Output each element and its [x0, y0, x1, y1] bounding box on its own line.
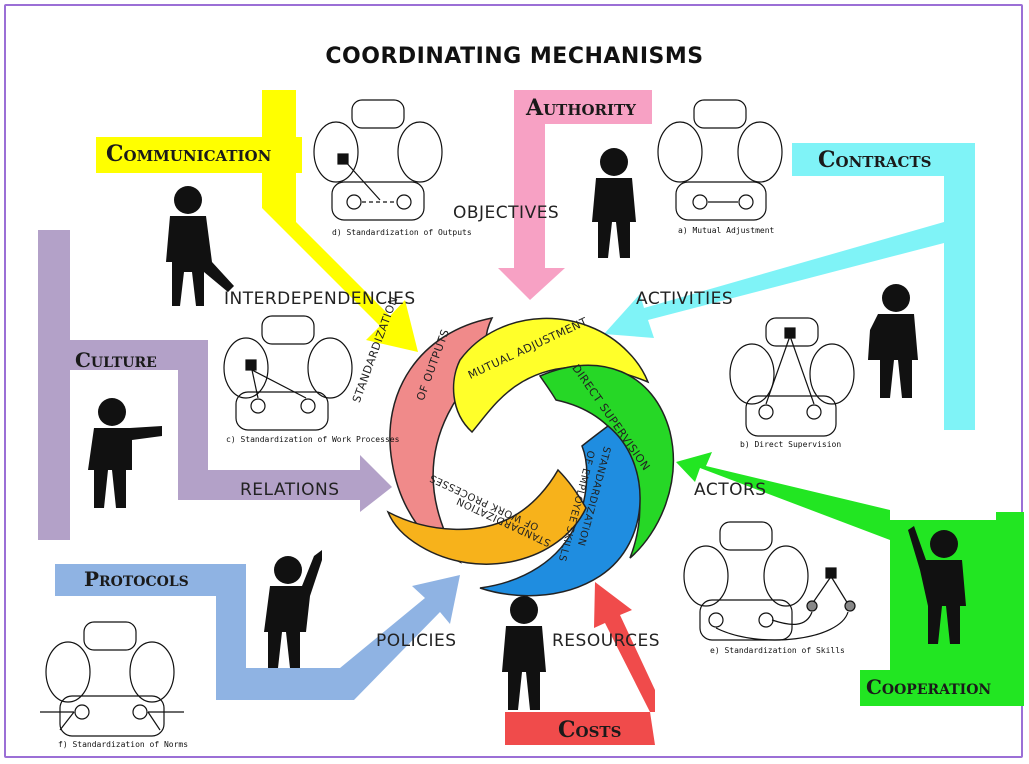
wheel-seg-work [386, 468, 587, 565]
caption-direct: b) Direct Supervision [740, 440, 842, 449]
flow-relations: RELATIONS [240, 480, 340, 500]
protocols-arrow [55, 564, 460, 700]
flow-activities: ACTIVITIES [636, 289, 734, 309]
flow-resources: RESOURCES [552, 631, 661, 651]
person-resources [502, 596, 546, 710]
person-authority [592, 148, 636, 258]
flow-objectives: OBJECTIVES [453, 203, 560, 223]
culture-arrow [38, 230, 392, 540]
label-culture: Culture [75, 348, 157, 372]
person-culture [88, 398, 162, 508]
flow-actors: ACTORS [694, 480, 767, 500]
org-diagram-skills [683, 521, 856, 641]
coordination-wheel [386, 316, 674, 597]
person-communication [166, 186, 234, 306]
label-communication: Communication [106, 141, 272, 167]
label-costs: Costs [558, 717, 622, 743]
org-diagram-outputs [313, 99, 443, 221]
communication-label-bg [96, 137, 302, 173]
wheel-seg-skills [479, 425, 641, 597]
label-authority: Authority [526, 95, 636, 121]
caption-outputs: d) Standardization of Outputs [332, 228, 472, 237]
org-diagram-direct [729, 317, 855, 437]
person-protocols [264, 550, 322, 668]
costs-arrow [505, 582, 655, 745]
org-diagram-mutual [657, 99, 783, 221]
caption-mutual: a) Mutual Adjustment [678, 226, 775, 235]
caption-skills: e) Standardization of Skills [710, 646, 845, 655]
org-diagram-norms [40, 621, 184, 737]
org-diagram-work [223, 315, 353, 431]
person-contracts [868, 284, 918, 398]
label-protocols: Protocols [84, 567, 189, 591]
page-title: COORDINATING MECHANISMS [325, 44, 704, 69]
flow-policies: POLICIES [376, 631, 457, 651]
flow-interdependencies: INTERDEPENDENCIES [224, 289, 416, 309]
authority-arrow [498, 90, 565, 300]
caption-norms: f) Standardization of Norms [58, 740, 189, 749]
frame-border [4, 4, 1023, 758]
authority-label-bg [514, 90, 652, 124]
communication-arrow [262, 90, 418, 352]
label-cooperation: Cooperation [866, 675, 992, 699]
label-contracts: Contracts [818, 147, 932, 173]
contracts-arrow [604, 143, 975, 430]
caption-work: c) Standardization of Work Processes [226, 435, 400, 444]
person-cooperation [908, 526, 966, 644]
